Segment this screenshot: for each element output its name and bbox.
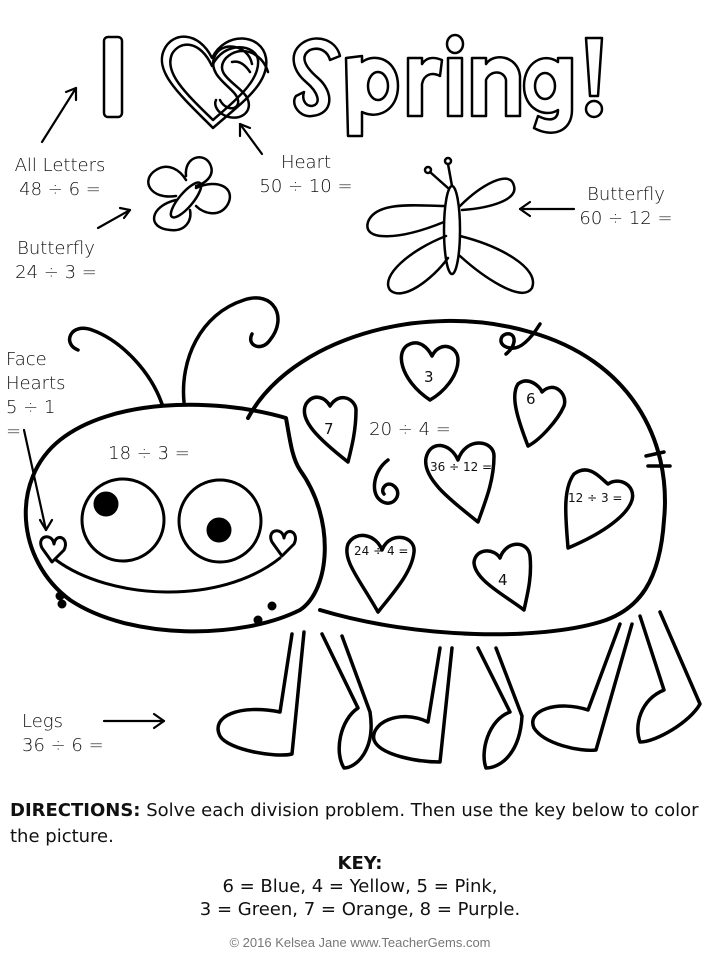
label-heart-problem: 50 ÷ 10 = — [259, 176, 353, 197]
color-key: KEY: 6 = Blue, 4 = Yellow, 5 = Pink, 3 =… — [0, 852, 720, 921]
label-large-butterfly: Butterfly 60 ÷ 12 = — [576, 183, 676, 231]
shell-heart-36div12: 36 ÷ 12 = — [430, 460, 493, 474]
label-all-letters-problem: 48 ÷ 6 = — [19, 179, 101, 200]
label-legs: Legs 36 ÷ 6 = — [22, 710, 108, 758]
shell-heart-12div3: 12 ÷ 3 = — [568, 491, 623, 505]
label-legs-problem: 36 ÷ 6 = — [22, 735, 104, 756]
title-spring-letters — [292, 33, 604, 138]
title-letters — [102, 35, 270, 119]
pointer-arrows — [22, 86, 576, 730]
shell-heart-6: 6 — [526, 390, 536, 408]
shell-heart-24div4: 24 ÷ 4 = — [354, 544, 409, 558]
shell-heart-3: 3 — [424, 368, 434, 386]
label-shell-problem: 20 ÷ 4 = — [366, 418, 454, 442]
label-all-letters-name: All Letters — [14, 155, 106, 176]
title-heart-outline — [160, 35, 268, 130]
label-face-hearts-name-1: Face — [6, 349, 47, 370]
face-problem-text: 18 ÷ 3 = — [108, 443, 190, 464]
ladybug-face — [39, 477, 297, 625]
label-heart-name: Heart — [280, 152, 332, 173]
label-small-butterfly-problem: 24 ÷ 3 = — [15, 262, 97, 283]
large-butterfly — [366, 156, 535, 295]
key-line-1: 6 = Blue, 4 = Yellow, 5 = Pink, — [222, 876, 498, 897]
directions: DIRECTIONS: Solve each division problem.… — [10, 798, 710, 850]
shell-heart-7: 7 — [324, 420, 334, 438]
key-title: KEY: — [337, 853, 383, 874]
antennae — [67, 296, 280, 406]
label-small-butterfly: Butterfly 24 ÷ 3 = — [8, 237, 104, 285]
label-face-hearts-problem: 5 ÷ 1 = — [6, 397, 56, 442]
label-small-butterfly-name: Butterfly — [17, 238, 95, 259]
shell-problem-text: 20 ÷ 4 = — [369, 419, 451, 440]
shell-hearts — [302, 322, 672, 614]
ladybug-legs — [216, 610, 702, 770]
label-heart: Heart 50 ÷ 10 = — [256, 151, 356, 199]
directions-heading: DIRECTIONS: — [10, 800, 141, 821]
label-face-problem: 18 ÷ 3 = — [104, 442, 194, 466]
key-line-2: 3 = Green, 7 = Orange, 8 = Purple. — [199, 899, 521, 920]
small-butterfly — [147, 156, 232, 232]
shell-heart-4: 4 — [498, 571, 508, 589]
label-large-butterfly-name: Butterfly — [587, 184, 665, 205]
label-legs-name: Legs — [22, 711, 63, 732]
label-face-hearts-name-2: Hearts — [6, 373, 66, 394]
directions-text: Solve each division problem. Then use th… — [10, 800, 699, 847]
ladybug-body — [23, 319, 667, 637]
label-large-butterfly-problem: 60 ÷ 12 = — [579, 208, 673, 229]
label-all-letters: All Letters 48 ÷ 6 = — [8, 154, 112, 202]
label-face-hearts: Face Hearts 5 ÷ 1 = — [6, 348, 76, 444]
copyright-footer: © 2016 Kelsea Jane www.TeacherGems.com — [229, 935, 491, 950]
